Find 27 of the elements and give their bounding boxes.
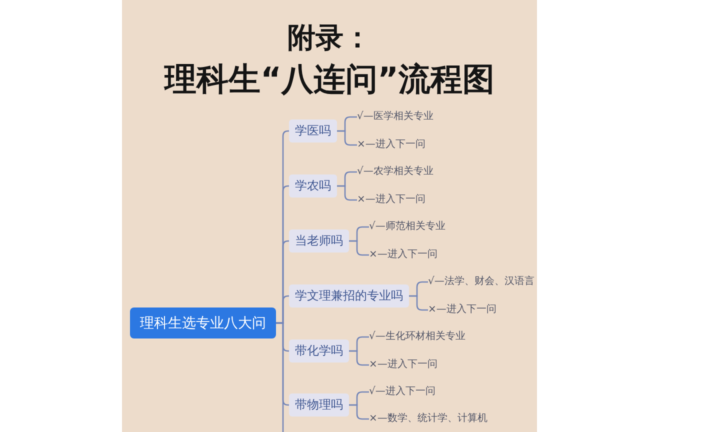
connector-line (349, 404, 369, 420)
question-box: 学医吗 (289, 120, 337, 142)
connector-line (349, 350, 369, 366)
question-box: 学农吗 (289, 174, 337, 198)
question-box: 带化学吗 (289, 340, 349, 362)
diagram-title: 理科生“八连问”流程图 (164, 60, 495, 98)
answer-text: ×—进入下一问 (369, 359, 438, 371)
question-box: 学文理兼招的专业吗 (289, 284, 409, 308)
connector-line (349, 240, 369, 256)
appendix-label: 附录： (288, 21, 372, 55)
question-box: 当老师吗 (289, 230, 349, 252)
answer-text: √—进入下一问 (369, 386, 436, 398)
answer-text: ×—进入下一问 (369, 249, 438, 261)
answer-text: √—农学相关专业 (357, 166, 434, 178)
connector-line (337, 185, 357, 201)
root-topic-box: 理科生选专业八大问 (130, 308, 276, 338)
answer-text: √—法学、财会、汉语言 (428, 276, 534, 288)
answer-text: √—师范相关专业 (369, 221, 446, 233)
connector-line (337, 130, 357, 146)
question-box: 带物理吗 (289, 394, 349, 416)
answer-text: √—医学相关专业 (357, 111, 434, 123)
answer-text: ×—进入下一问 (357, 194, 426, 206)
answer-text: ×—数学、统计学、计算机 (369, 413, 488, 425)
connector-line (409, 295, 428, 311)
answer-text: ×—进入下一问 (357, 139, 426, 151)
answer-text: ×—进入下一问 (428, 304, 496, 316)
answer-text: √—生化环材相关专业 (369, 331, 466, 343)
